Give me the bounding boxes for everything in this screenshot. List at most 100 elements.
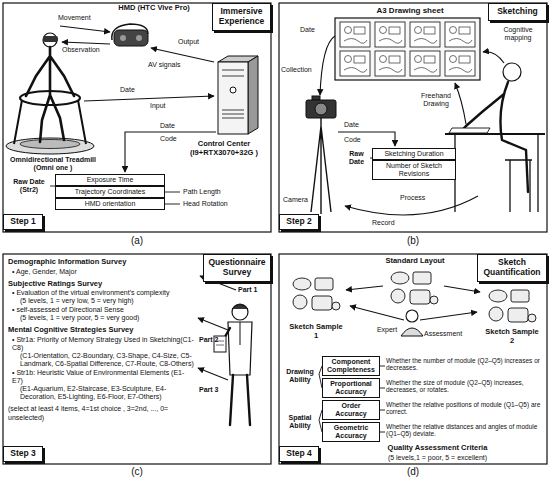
flow-arrow (346, 286, 383, 290)
drawing-sheet (335, 18, 480, 80)
criteria-note: Whether the relative distances and angle… (386, 423, 544, 438)
drawing-sheet (340, 22, 370, 47)
ability-label: Drawing Ability (281, 368, 319, 384)
step-header-box: Sketching (488, 3, 547, 21)
panel-frame (279, 3, 547, 232)
step-header-box: Questionnaire Survey (203, 254, 271, 282)
drawing-sheet (410, 51, 440, 76)
arrow-label: Date (160, 122, 182, 130)
computer-tower (222, 70, 244, 118)
sketch-label: Sketch Sample 2 (483, 328, 541, 345)
treadmill-figure (43, 33, 57, 47)
criteria-box: Proportional Accuracy (322, 378, 380, 398)
arrow-label: Input (150, 102, 176, 110)
flow-arrow (420, 312, 477, 320)
flow-arrow (483, 52, 504, 63)
device-label: Control Center (I9+RTX3070+32G ) (178, 140, 270, 157)
table-cell: Sketching Duration (372, 148, 456, 160)
treadmill-figure (6, 138, 94, 154)
panel-frame (3, 3, 271, 232)
survey-item: (E1-Aquarium, E2-Staircase, E3-Sculpture… (8, 385, 194, 401)
arrow-label: Date (120, 86, 144, 94)
step-box: Step 1 (3, 214, 43, 230)
survey-heading: Mental Cognitive Strategies Survey (8, 326, 194, 335)
panel-label: (d) (393, 466, 433, 478)
box-text: Sketching (492, 7, 543, 17)
step-box: Step 4 (279, 446, 319, 462)
step-header-box: Sketch Quantification (477, 254, 547, 282)
hmd-device (114, 30, 148, 46)
survey-item: (select at least 4 items, 4=1st choice ,… (8, 405, 194, 421)
table-label: Raw Date (343, 150, 370, 166)
step-box: Step 2 (279, 214, 319, 230)
box-text: Step 3 (7, 449, 39, 459)
flow-arrow (198, 368, 228, 380)
sheet-label: A3 Drawing sheet (350, 6, 470, 15)
camera-tripod (312, 96, 320, 100)
survey-text-column: Demographic Information Survey• Age, Gen… (8, 258, 194, 422)
arrow-label: Movement (58, 14, 104, 22)
survey-person (232, 305, 248, 310)
hmd-device (136, 35, 142, 41)
flow-arrow (455, 83, 466, 124)
criteria-box: Geometric Accuracy (322, 422, 380, 442)
part-label: Part 2 (199, 336, 227, 344)
measure-label: Path Length (183, 188, 243, 196)
camera-tripod (306, 96, 336, 214)
flow-arrow (320, 36, 335, 95)
drawing-sheet (340, 51, 370, 76)
drawing-person (449, 128, 490, 133)
flow-arrow (444, 286, 480, 292)
drawing-sheet (335, 18, 480, 80)
flow-arrow (350, 306, 404, 320)
survey-person (240, 322, 241, 345)
survey-item: (C1-Orientation, C2-Boundary, C3-Shape, … (8, 352, 194, 368)
survey-item: • Evaluation of the virtual environment'… (8, 289, 194, 297)
criteria-title: Quality Assessment Criteria (330, 444, 545, 453)
computer-tower (248, 56, 258, 134)
layout-sketch (391, 272, 438, 304)
treadmill-figure (20, 140, 80, 149)
panel-label: (b) (393, 235, 433, 247)
survey-item: (5 levels, 1 = very low, 5 = very high) (8, 297, 194, 305)
box-text: Sketching Duration (375, 150, 453, 158)
device-label: Camera (283, 196, 309, 204)
box-text: Component Completeness (325, 358, 377, 374)
arrow-label: Cognitive mapping (492, 26, 544, 42)
hmd-device (120, 35, 126, 41)
arrow-label: Process (400, 194, 436, 202)
box-text: Step 4 (283, 449, 315, 459)
table-cell: Number of Sketch Revisions (372, 160, 456, 180)
box-text: Sketch Quantification (481, 258, 543, 278)
survey-item: • Str1b: Heuristic Value of Environmenta… (8, 369, 194, 385)
drawing-person (455, 134, 538, 212)
criteria-box: Order Accuracy (322, 400, 380, 420)
criteria-note: Whether the size of module (Q2–Q5) incre… (386, 379, 544, 394)
flow-arrow (84, 96, 214, 101)
part-label: Part 3 (199, 386, 227, 394)
computer-tower (218, 62, 248, 134)
arrow-label: Freehand Drawing (414, 92, 458, 108)
arrow-label: Code (160, 135, 182, 143)
box-text: HMD orientation (58, 200, 162, 208)
panel-label: (a) (117, 235, 157, 247)
arrow-label: AV signals (148, 61, 192, 69)
camera-tripod (315, 103, 327, 115)
drawing-person (503, 63, 521, 81)
arrow-label: Code (344, 136, 368, 144)
panel-frame (3, 3, 547, 464)
panel-label: (c) (117, 466, 157, 478)
layout-sketch (489, 290, 536, 322)
arrow-label: Observation (62, 46, 112, 54)
panel-frame (3, 254, 271, 464)
layout-sketch (293, 278, 340, 310)
drawing-sheet (445, 22, 475, 47)
drawing-sheet (375, 51, 405, 76)
survey-item: • Str1a: Priority of Memory Strategy Use… (8, 336, 194, 352)
computer-tower (218, 56, 258, 134)
expert-figure (406, 310, 418, 322)
arrow-label: Collection (281, 66, 317, 74)
arrow-label: Record (372, 219, 408, 227)
drawing-sheet (375, 22, 405, 47)
table-cell: Trajectory Coordinates (55, 186, 165, 198)
